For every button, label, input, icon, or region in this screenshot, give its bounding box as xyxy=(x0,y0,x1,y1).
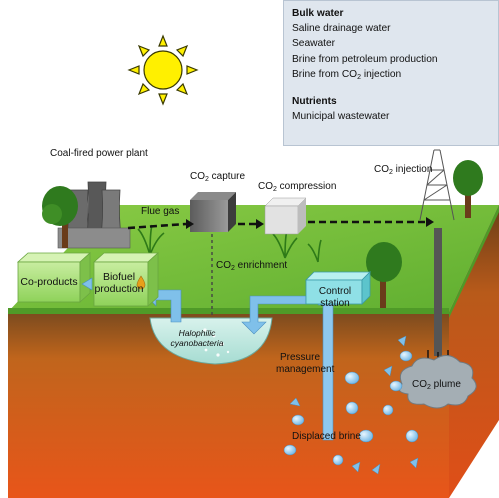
bulk-water-item: Saline drainage water xyxy=(292,23,391,35)
co-products-box xyxy=(16,252,92,303)
fuel-drop-icon xyxy=(136,275,146,290)
compression-to-injection-arrow xyxy=(308,217,434,227)
co2-capture-unit xyxy=(190,192,236,232)
brine-droplets xyxy=(283,350,419,466)
tree-mid-icon xyxy=(366,242,402,308)
grass-tufts xyxy=(137,224,322,263)
co2-compression-label: CO2 compression xyxy=(258,181,337,193)
displaced-brine-label: Displaced brine xyxy=(292,431,361,442)
sun-icon xyxy=(127,34,199,106)
injection-tower-icon xyxy=(419,149,455,221)
co2-enrichment-label: CO2 enrichment xyxy=(216,260,288,272)
co2-injection-label: CO2 injection xyxy=(374,164,433,176)
info-box: Bulk water Saline drainage water Seawate… xyxy=(283,0,499,146)
tree-left-icon xyxy=(42,186,78,248)
bulk-water-item: Brine from CO2 injection xyxy=(292,68,402,81)
co2-capture-label: CO2 capture xyxy=(190,171,246,183)
power-plant-label: Coal-fired power plant xyxy=(50,148,148,159)
control-to-pond-arrow xyxy=(241,295,307,335)
soil-side xyxy=(449,205,499,498)
soil-front xyxy=(8,312,449,498)
flue-gas-label: Flue gas xyxy=(141,206,180,217)
pressure-management-label: Pressure management xyxy=(276,352,335,375)
tree-right-icon xyxy=(453,160,483,218)
biofuel-box xyxy=(92,252,160,307)
injection-pipe xyxy=(434,228,442,356)
bulk-water-item: Brine from petroleum production xyxy=(292,53,438,65)
co2-plume xyxy=(398,355,477,409)
bulk-water-heading: Bulk water xyxy=(292,8,344,19)
halophilic-cyanobacteria-label: Halophilic cyanobacteria xyxy=(170,328,224,348)
nutrients-heading: Nutrients xyxy=(292,96,337,108)
bulk-water-item: Seawater xyxy=(292,38,336,50)
flue-gas-arrow xyxy=(127,219,194,230)
control-station-label: Control station xyxy=(318,286,352,309)
co2-compression-unit xyxy=(264,197,307,235)
capture-to-compression-arrow xyxy=(238,219,264,229)
biofuel-to-coproducts-arrow xyxy=(81,277,93,291)
nutrients-item: Municipal wastewater xyxy=(292,111,390,123)
brine-arrows xyxy=(289,335,419,475)
co-products-label: Co-products xyxy=(20,276,78,288)
control-station-box xyxy=(305,271,371,305)
biofuel-label: Biofuel production xyxy=(94,271,144,295)
co2-plume-label: CO2 plume xyxy=(412,379,461,391)
algae-pond xyxy=(149,317,273,365)
